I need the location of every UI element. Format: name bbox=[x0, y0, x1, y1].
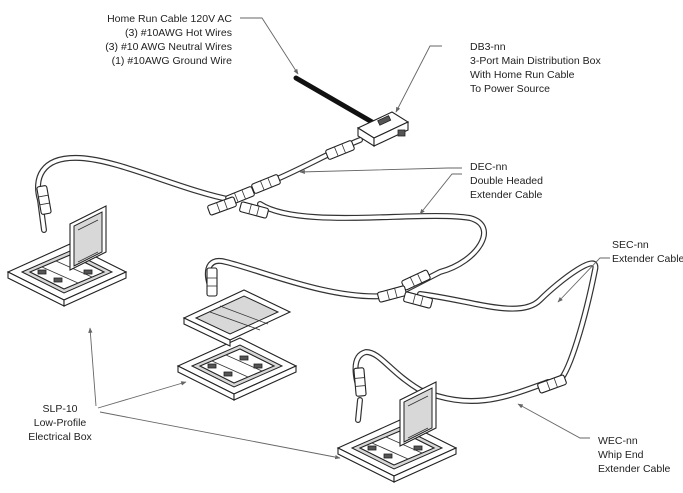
svg-text:Whip End: Whip End bbox=[598, 449, 644, 461]
svg-text:(3) #10AWG Hot Wires: (3) #10AWG Hot Wires bbox=[125, 27, 232, 39]
svg-text:SEC-nn: SEC-nn bbox=[612, 239, 649, 251]
svg-text:Extender Cable: Extender Cable bbox=[612, 253, 683, 265]
svg-text:3-Port Main Distribution Box: 3-Port Main Distribution Box bbox=[470, 55, 601, 67]
leader-lines bbox=[88, 17, 610, 460]
svg-text:WEC-nn: WEC-nn bbox=[598, 435, 638, 447]
svg-text:Electrical Box: Electrical Box bbox=[28, 431, 92, 443]
floor-box-middle bbox=[177, 337, 297, 401]
svg-text:DEC-nn: DEC-nn bbox=[470, 161, 508, 173]
label-dec: DEC-nn Double Headed Extender Cable bbox=[470, 161, 543, 201]
label-sec: SEC-nn Extender Cable bbox=[612, 239, 683, 265]
svg-text:With Home Run Cable: With Home Run Cable bbox=[470, 69, 575, 81]
svg-text:(1) #10AWG Ground Wire: (1) #10AWG Ground Wire bbox=[112, 55, 233, 67]
label-db3: DB3-nn 3-Port Main Distribution Box With… bbox=[470, 41, 601, 95]
floor-box-middle-lid bbox=[182, 289, 292, 347]
svg-text:Home Run Cable 120V AC: Home Run Cable 120V AC bbox=[107, 13, 232, 25]
floor-box-left bbox=[7, 205, 127, 307]
svg-text:Extender Cable: Extender Cable bbox=[470, 189, 543, 201]
svg-text:Double Headed: Double Headed bbox=[470, 175, 543, 187]
db3-distribution-box bbox=[356, 111, 410, 147]
svg-text:Low-Profile: Low-Profile bbox=[34, 417, 87, 429]
svg-text:DB3-nn: DB3-nn bbox=[470, 41, 506, 53]
svg-text:(3) #10 AWG Neutral Wires: (3) #10 AWG Neutral Wires bbox=[105, 41, 232, 53]
label-home-run-cable: Home Run Cable 120V AC (3) #10AWG Hot Wi… bbox=[105, 13, 232, 67]
svg-text:Extender Cable: Extender Cable bbox=[598, 463, 671, 475]
svg-text:SLP-10: SLP-10 bbox=[42, 403, 77, 415]
label-slp: SLP-10 Low-Profile Electrical Box bbox=[28, 403, 92, 443]
svg-text:To Power Source: To Power Source bbox=[470, 83, 550, 95]
home-run-cable bbox=[293, 75, 375, 125]
label-wec: WEC-nn Whip End Extender Cable bbox=[598, 435, 671, 475]
